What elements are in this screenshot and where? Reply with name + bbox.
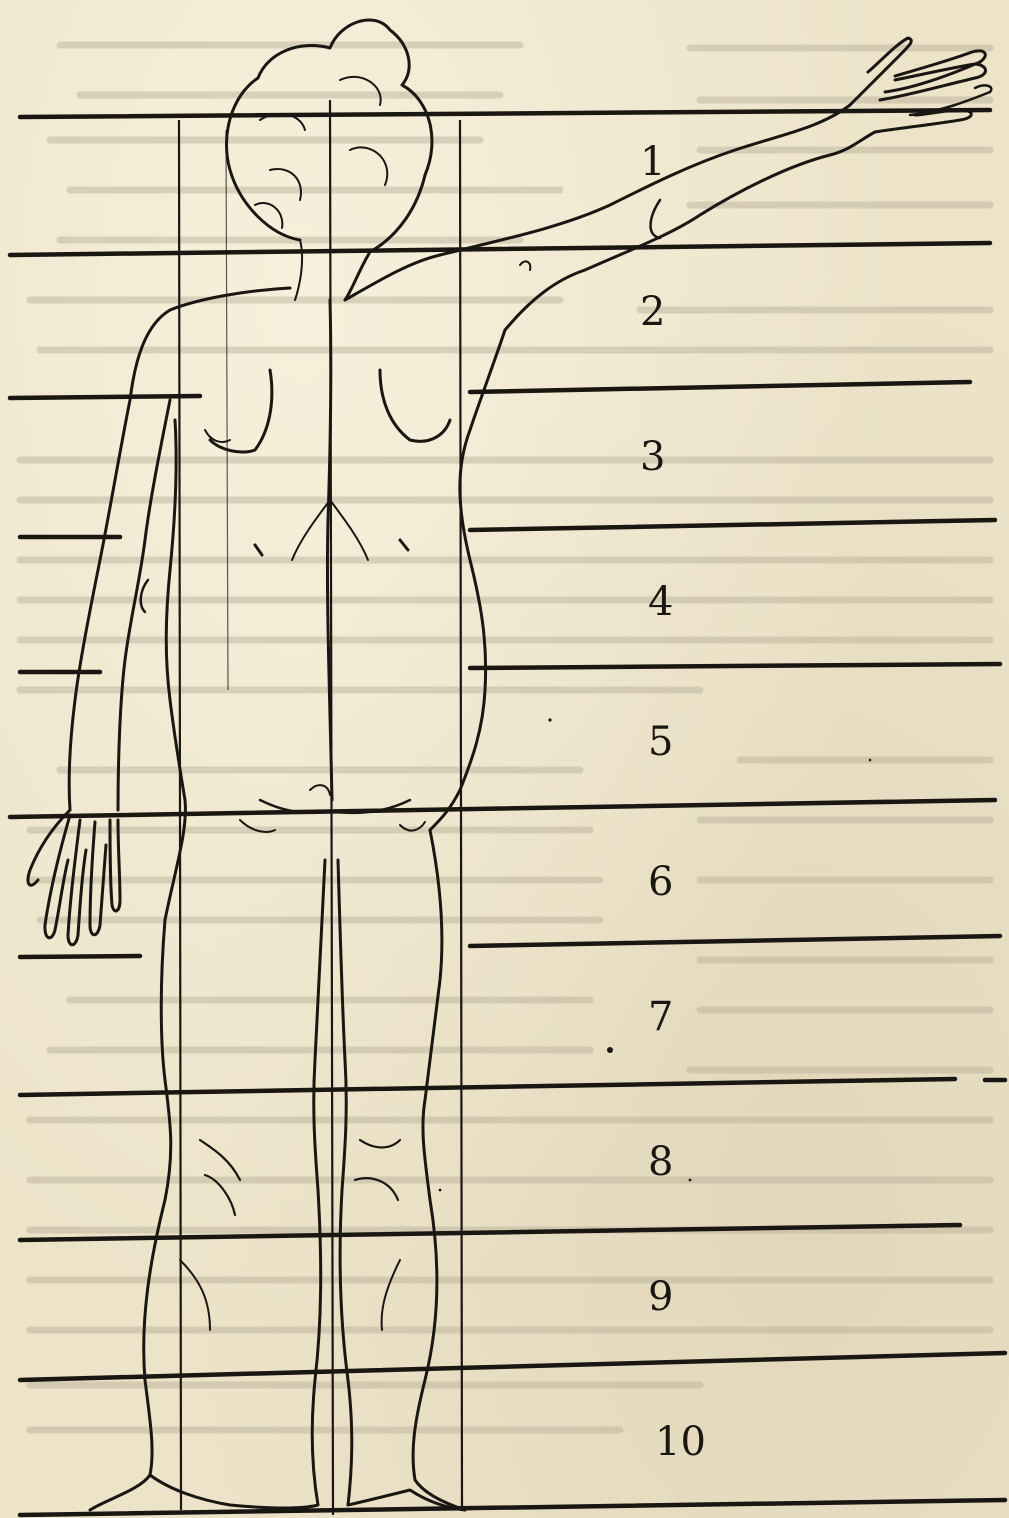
measure-number: 7 <box>648 994 673 1040</box>
measure-number: 10 <box>655 1419 706 1465</box>
right-shoulder <box>345 255 440 300</box>
measure-lines <box>10 110 1005 1515</box>
right-leg-outer <box>413 830 465 1510</box>
measure-number: 3 <box>640 434 665 480</box>
measure-number: 2 <box>640 289 665 335</box>
measure-number: 8 <box>648 1139 673 1185</box>
shoulder-blade-left <box>210 370 272 452</box>
measure-number: 6 <box>648 859 673 905</box>
right-knee <box>355 1140 400 1200</box>
measure-numbers: 1 2 3 4 5 6 7 8 9 10 <box>640 139 706 1465</box>
raised-hand <box>850 38 986 132</box>
left-foot <box>150 1475 318 1508</box>
left-shoulder <box>130 288 290 400</box>
measure-number: 9 <box>648 1274 673 1320</box>
left-leg-outer <box>90 920 171 1510</box>
left-torso-side <box>165 420 185 920</box>
right-torso-side <box>430 330 505 830</box>
measure-number: 4 <box>648 579 673 625</box>
shoulder-blade-right <box>380 370 450 441</box>
measure-number: 5 <box>648 719 673 765</box>
measure-number: 1 <box>640 139 665 185</box>
